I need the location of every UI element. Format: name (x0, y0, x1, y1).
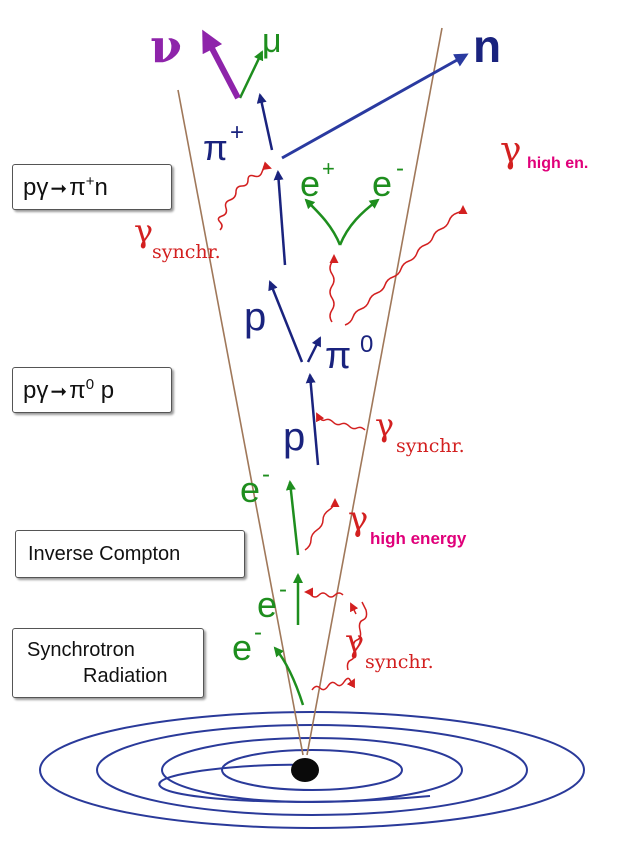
gamma-high-energy-label: γ high energy (348, 499, 467, 548)
hadron-tracks (256, 93, 322, 466)
pgamma-neutral-lhs: pγ (23, 377, 49, 404)
svg-text:+: + (322, 156, 335, 181)
pgamma-charged-sup: + (85, 173, 95, 190)
neutron-label: n (473, 20, 501, 72)
process-box-pgamma-neutral: pγ➞π0 p (12, 367, 172, 413)
electron-low-label: e - (232, 619, 262, 668)
svg-text:synchr.: synchr. (396, 435, 465, 457)
gamma-synchr-low-label: γ synchr. (345, 622, 434, 673)
electron-top-label: e - (372, 155, 404, 204)
gamma-high-en-label: γ high en. (500, 130, 588, 172)
pi-plus-label: π + (203, 119, 244, 168)
svg-text:-: - (262, 461, 270, 488)
pgamma-charged-lhs: pγ (23, 174, 49, 201)
svg-text:0: 0 (360, 331, 373, 358)
synchrotron-label-line1: Synchrotron (27, 639, 135, 661)
svg-text:high en.: high en. (527, 155, 588, 172)
pgamma-neutral-tail: p (94, 377, 115, 404)
svg-text:e: e (240, 469, 260, 510)
electron-track-base (273, 646, 305, 706)
svg-text:e: e (300, 163, 320, 204)
pgamma-charged-tail: n (94, 174, 108, 201)
neutrino-track (202, 29, 241, 100)
proton-upper-label: p (244, 295, 266, 339)
gamma-synchr-upper-label: γ synchr. (134, 212, 221, 263)
svg-text:γ: γ (375, 406, 394, 444)
svg-text:γ: γ (134, 212, 153, 250)
gamma-synchr-mid-label: γ synchr. (375, 406, 465, 457)
pgamma-neutral-pion: π (69, 377, 86, 404)
svg-text:-: - (396, 155, 404, 182)
process-box-pgamma-charged: pγ➞π+n (12, 164, 172, 210)
neutron-track (281, 53, 469, 160)
jet-cone (177, 27, 443, 756)
reaction-arrow-icon: ➞ (50, 381, 68, 403)
svg-text:e: e (372, 163, 392, 204)
pgamma-neutral-sup: 0 (85, 376, 95, 393)
neutrino-label: ν (150, 19, 182, 73)
pgamma-charged-pion: π (69, 174, 86, 201)
svg-text:synchr.: synchr. (152, 241, 221, 263)
electron-mid-label: e - (257, 576, 287, 625)
svg-text:γ: γ (348, 499, 368, 539)
electron-tracks (238, 50, 380, 625)
proton-lower-label: p (283, 415, 305, 459)
positron-label: e + (300, 156, 335, 204)
pi-zero-label: π 0 (325, 331, 373, 377)
black-hole (291, 758, 319, 782)
photon-lines (217, 161, 468, 691)
process-box-inverse-compton: Inverse Compton (15, 530, 245, 578)
svg-text:-: - (279, 576, 287, 603)
svg-text:π: π (325, 335, 351, 377)
electron-upper-label: e - (240, 461, 270, 510)
reaction-arrow-icon: ➞ (50, 178, 68, 200)
svg-text:γ: γ (500, 130, 522, 171)
process-box-synchrotron: Synchrotron Radiation (12, 628, 204, 698)
svg-text:synchr.: synchr. (365, 651, 434, 673)
svg-text:+: + (230, 119, 244, 146)
svg-text:π: π (203, 127, 228, 168)
svg-text:e: e (232, 627, 252, 668)
svg-text:γ: γ (345, 622, 364, 660)
svg-text:e: e (257, 584, 277, 625)
svg-text:-: - (254, 619, 262, 646)
synchrotron-label-line2: Radiation (83, 665, 168, 687)
muon-label: μ (262, 22, 282, 60)
inverse-compton-label: Inverse Compton (28, 543, 181, 565)
svg-text:high energy: high energy (370, 529, 467, 548)
